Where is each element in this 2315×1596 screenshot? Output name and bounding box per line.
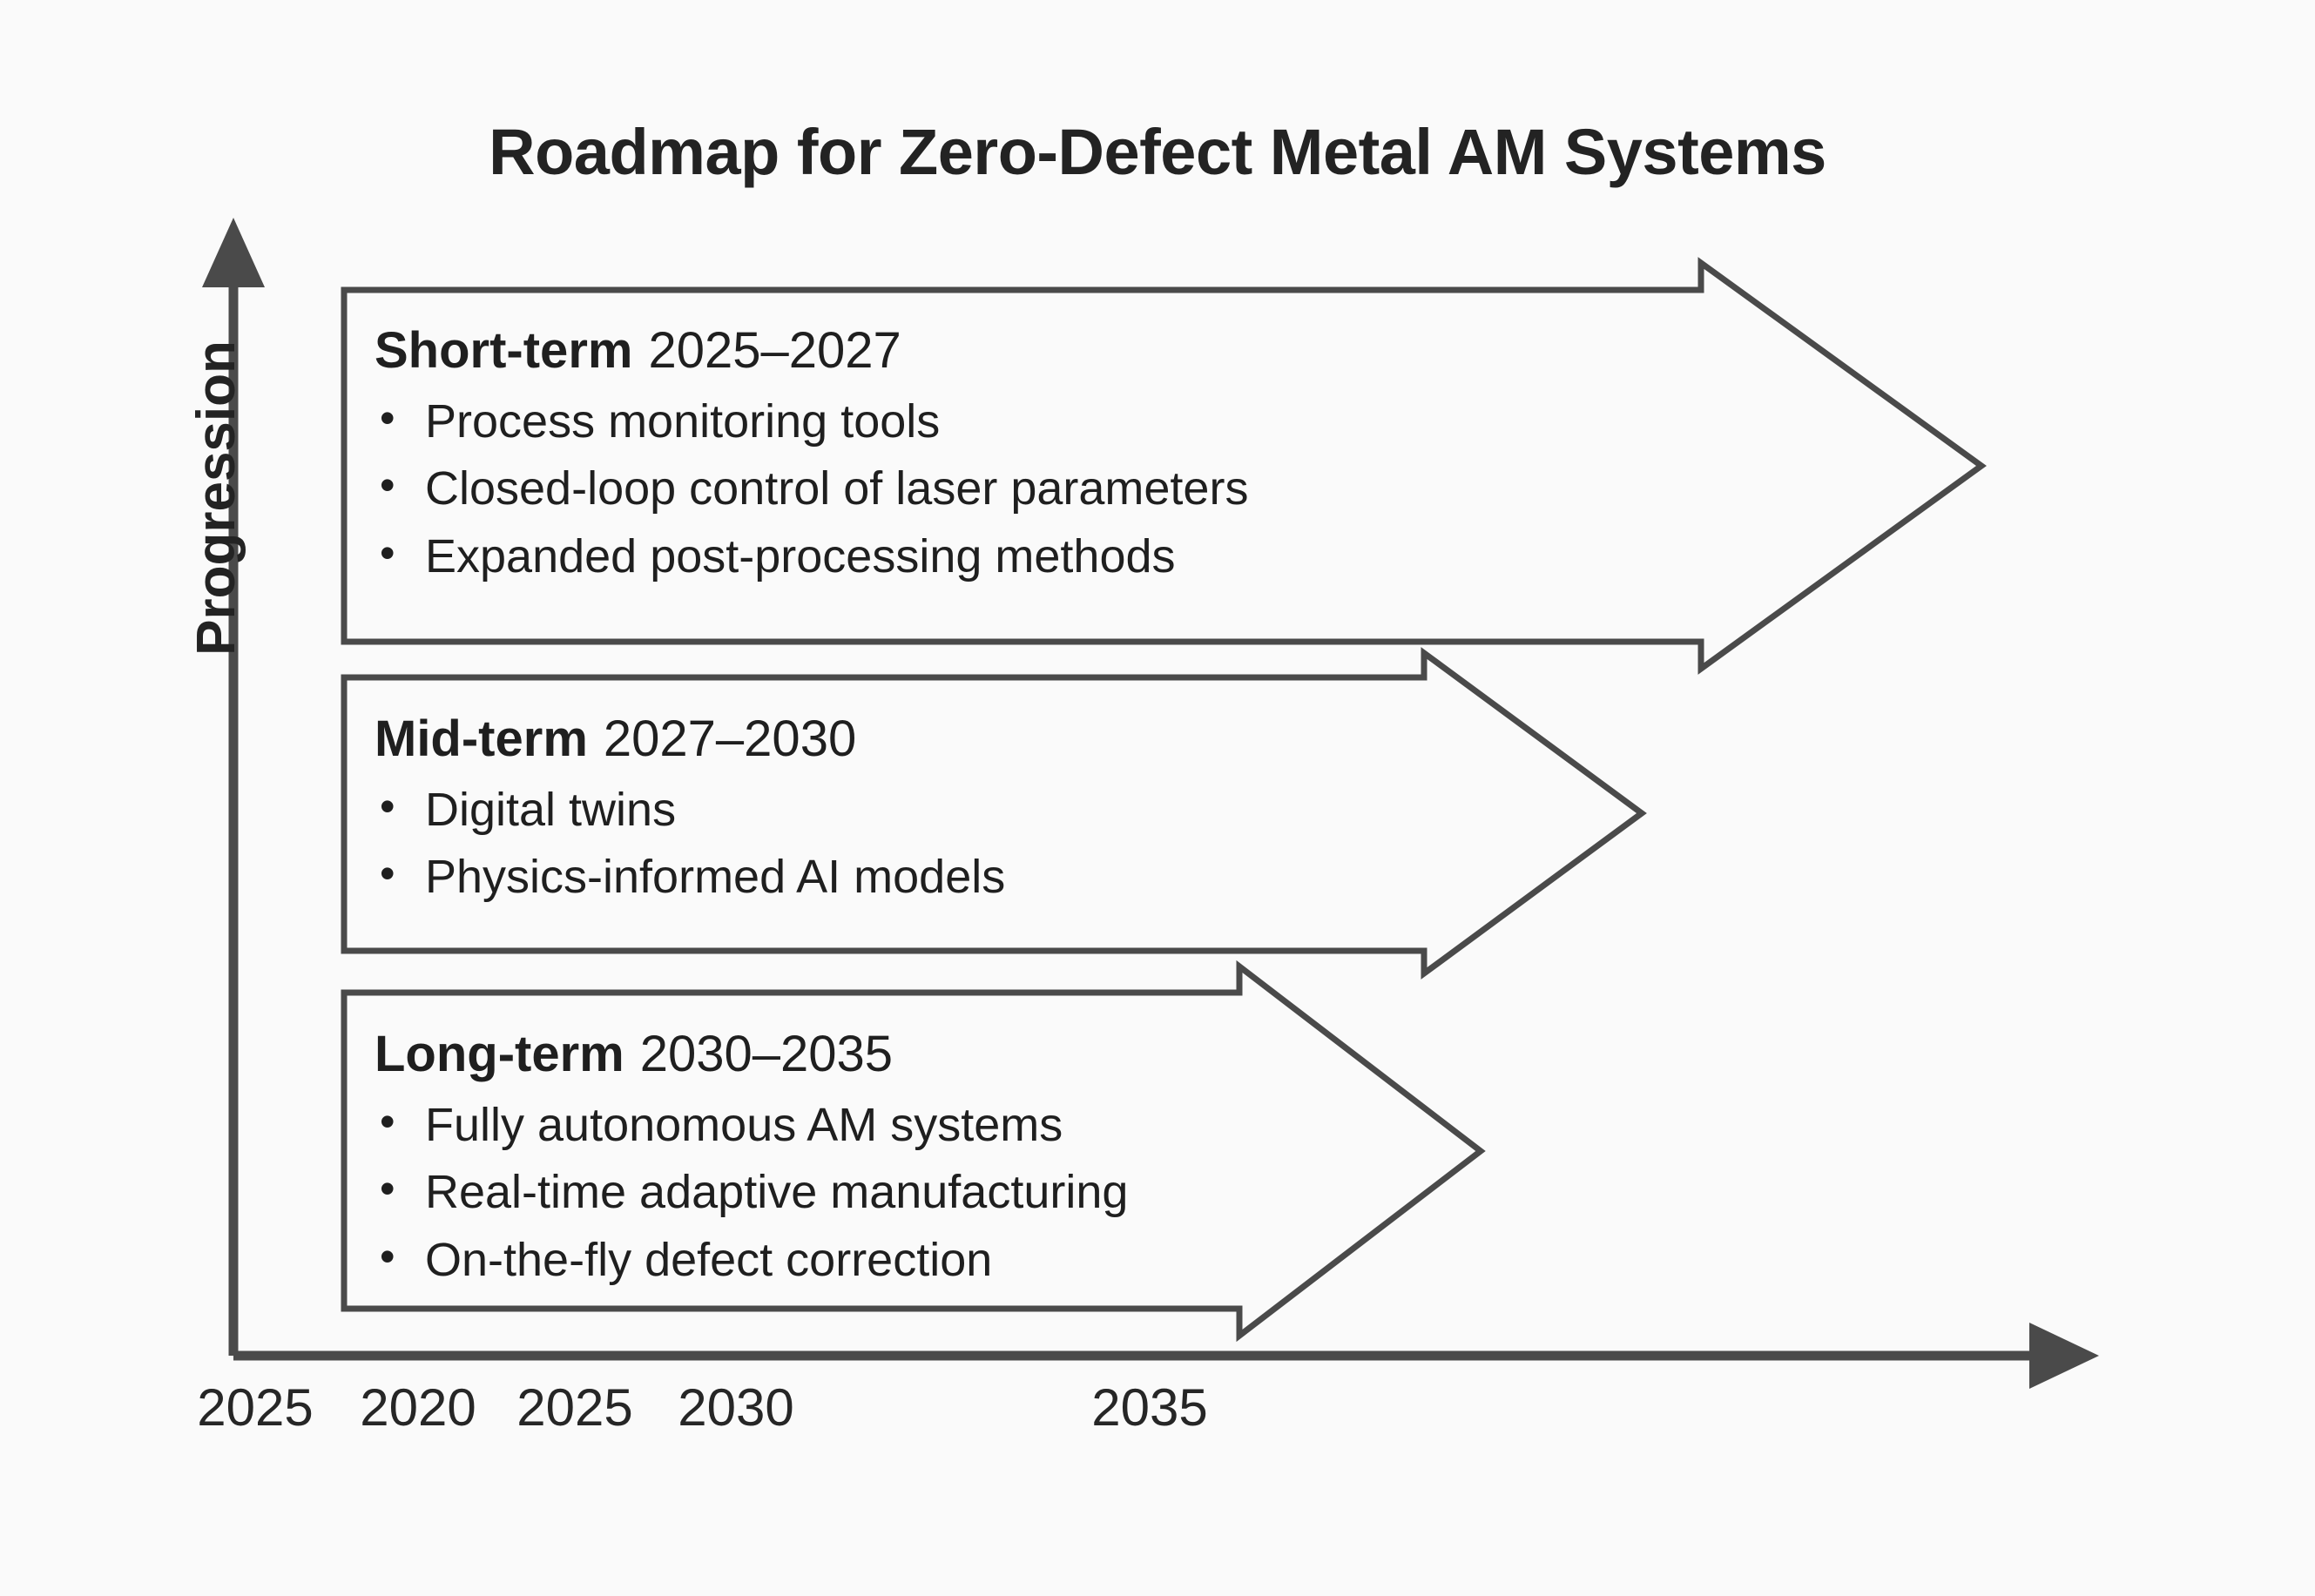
phase-range-mid-term: 2027–2030 [603,710,857,767]
list-item: Digital twins [375,785,1005,835]
phase-arrow-mid-term[interactable] [341,647,1647,980]
x-axis-arrowhead-icon [2029,1323,2099,1389]
y-axis [202,218,265,1356]
x-tick-label-1: 2020 [360,1378,476,1437]
phase-arrow-long-term[interactable] [341,960,1486,1343]
phase-range-short-term: 2025–2027 [648,322,901,379]
phase-name-short-term: Short-term [375,322,633,379]
phase-bullet-list-long-term: Fully autonomous AM systems Real-time ad… [375,1100,1128,1285]
phase-arrow-short-term[interactable] [341,257,1987,675]
list-item: Expanded post-processing methods [375,531,1248,582]
phase-block-short-term[interactable]: Short-term 2025–2027 Process monitoring t… [375,322,1248,582]
x-tick-label-2: 2025 [516,1378,633,1437]
list-item: On-the-fly defect correction [375,1235,1128,1285]
x-tick-label-0: 2025 [197,1378,314,1437]
x-tick-label-3: 2030 [678,1378,794,1437]
phase-heading-mid-term: Mid-term 2027–2030 [375,710,1005,767]
x-tick-label-4: 2035 [1091,1378,1208,1437]
x-axis [233,1323,2099,1389]
phase-range-long-term: 2030–2035 [639,1026,894,1082]
y-axis-label: Progression [186,340,246,656]
list-item: Closed-loop control of laser parameters [375,463,1248,514]
phase-bullet-list-mid-term: Digital twins Physics-informed AI models [375,785,1005,902]
phase-block-long-term[interactable]: Long-term 2030–2035 Fully autonomous AM s… [375,1027,1128,1284]
phase-heading-short-term: Short-term 2025–2027 [375,322,1248,379]
list-item: Fully autonomous AM systems [375,1100,1128,1150]
phase-bullet-list-short-term: Process monitoring tools Closed-loop con… [375,396,1248,582]
phase-heading-long-term: Long-term 2030–2035 [375,1027,1128,1082]
y-axis-arrowhead-icon [202,218,265,287]
list-item: Real-time adaptive manufacturing [375,1167,1128,1217]
page-title: Roadmap for Zero-Defect Metal AM Systems [489,116,1826,188]
list-item: Physics-informed AI models [375,852,1005,902]
list-item: Process monitoring tools [375,396,1248,447]
phase-name-mid-term: Mid-term [375,710,588,767]
phase-block-mid-term[interactable]: Mid-term 2027–2030 Digital twins Physics-… [375,710,1005,902]
phase-name-long-term: Long-term [375,1026,624,1082]
